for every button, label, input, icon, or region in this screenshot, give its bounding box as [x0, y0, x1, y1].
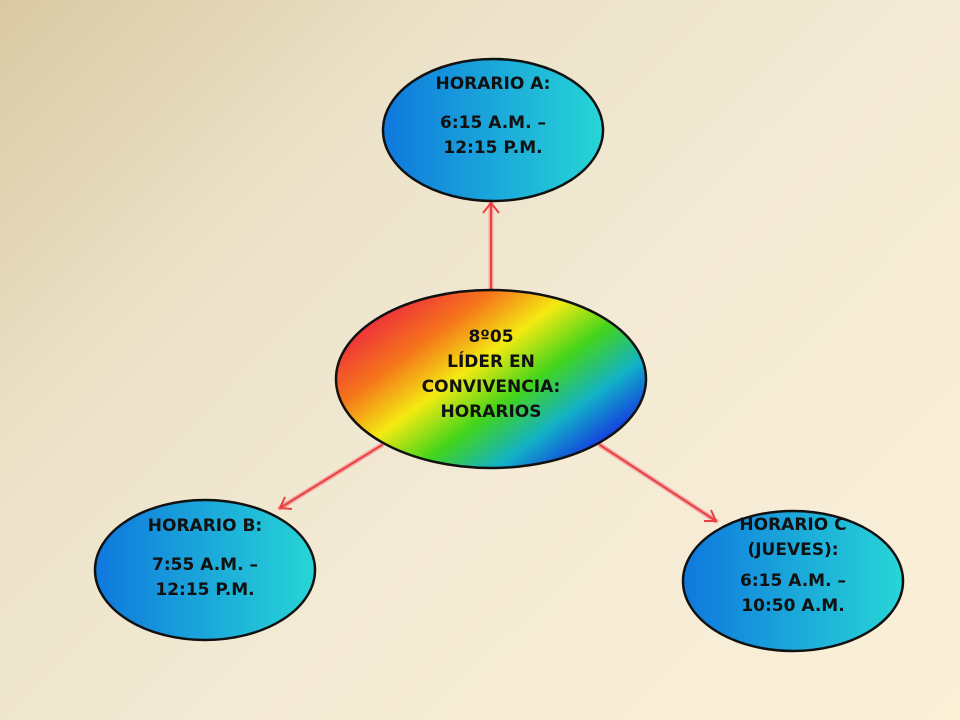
center-label-line-1: 8º05 — [468, 327, 514, 347]
center-bubble — [334, 288, 648, 470]
center-label-line-4: HORARIOS — [440, 402, 542, 422]
center-label-line-3: CONVIVENCIA: — [421, 377, 561, 397]
horario-b-label: HORARIO B: 7:55 A.M. – 12:15 P.M. — [125, 514, 285, 603]
arrowhead-b — [279, 496, 293, 510]
horario-b-title: HORARIO B: — [147, 516, 263, 536]
arrowhead-c — [704, 509, 717, 522]
horario-c-time-end: 10:50 A.M. — [741, 596, 845, 616]
horario-c-title-1: HORARIO C — [739, 515, 847, 535]
horario-a-title: HORARIO A: — [435, 74, 551, 94]
connector-center-to-horario-a — [482, 200, 500, 293]
horario-a-label: HORARIO A: 6:15 A.M. – 12:15 P.M. — [413, 72, 573, 161]
horario-a-time-end: 12:15 P.M. — [443, 138, 543, 158]
horario-b-bubble — [93, 498, 317, 642]
horario-a-time-start: 6:15 A.M. – — [440, 113, 546, 133]
center-label-line-2: LÍDER EN — [447, 352, 535, 372]
horario-c-label: HORARIO C (JUEVES): 6:15 A.M. – 10:50 A.… — [713, 513, 873, 619]
horario-c-bubble — [681, 509, 905, 653]
horario-b-time-end: 12:15 P.M. — [155, 580, 255, 600]
center-label: 8º05 LÍDER EN CONVIVENCIA: HORARIOS — [391, 325, 591, 425]
horario-c-title-2: (JUEVES): — [747, 540, 839, 560]
connector-center-to-horario-b — [277, 442, 385, 511]
horario-c-time-start: 6:15 A.M. – — [740, 571, 846, 591]
horario-b-time-start: 7:55 A.M. – — [152, 555, 258, 575]
horario-a-bubble — [381, 57, 605, 203]
arrowhead-a — [482, 202, 500, 214]
connector-center-to-horario-c — [597, 442, 719, 524]
